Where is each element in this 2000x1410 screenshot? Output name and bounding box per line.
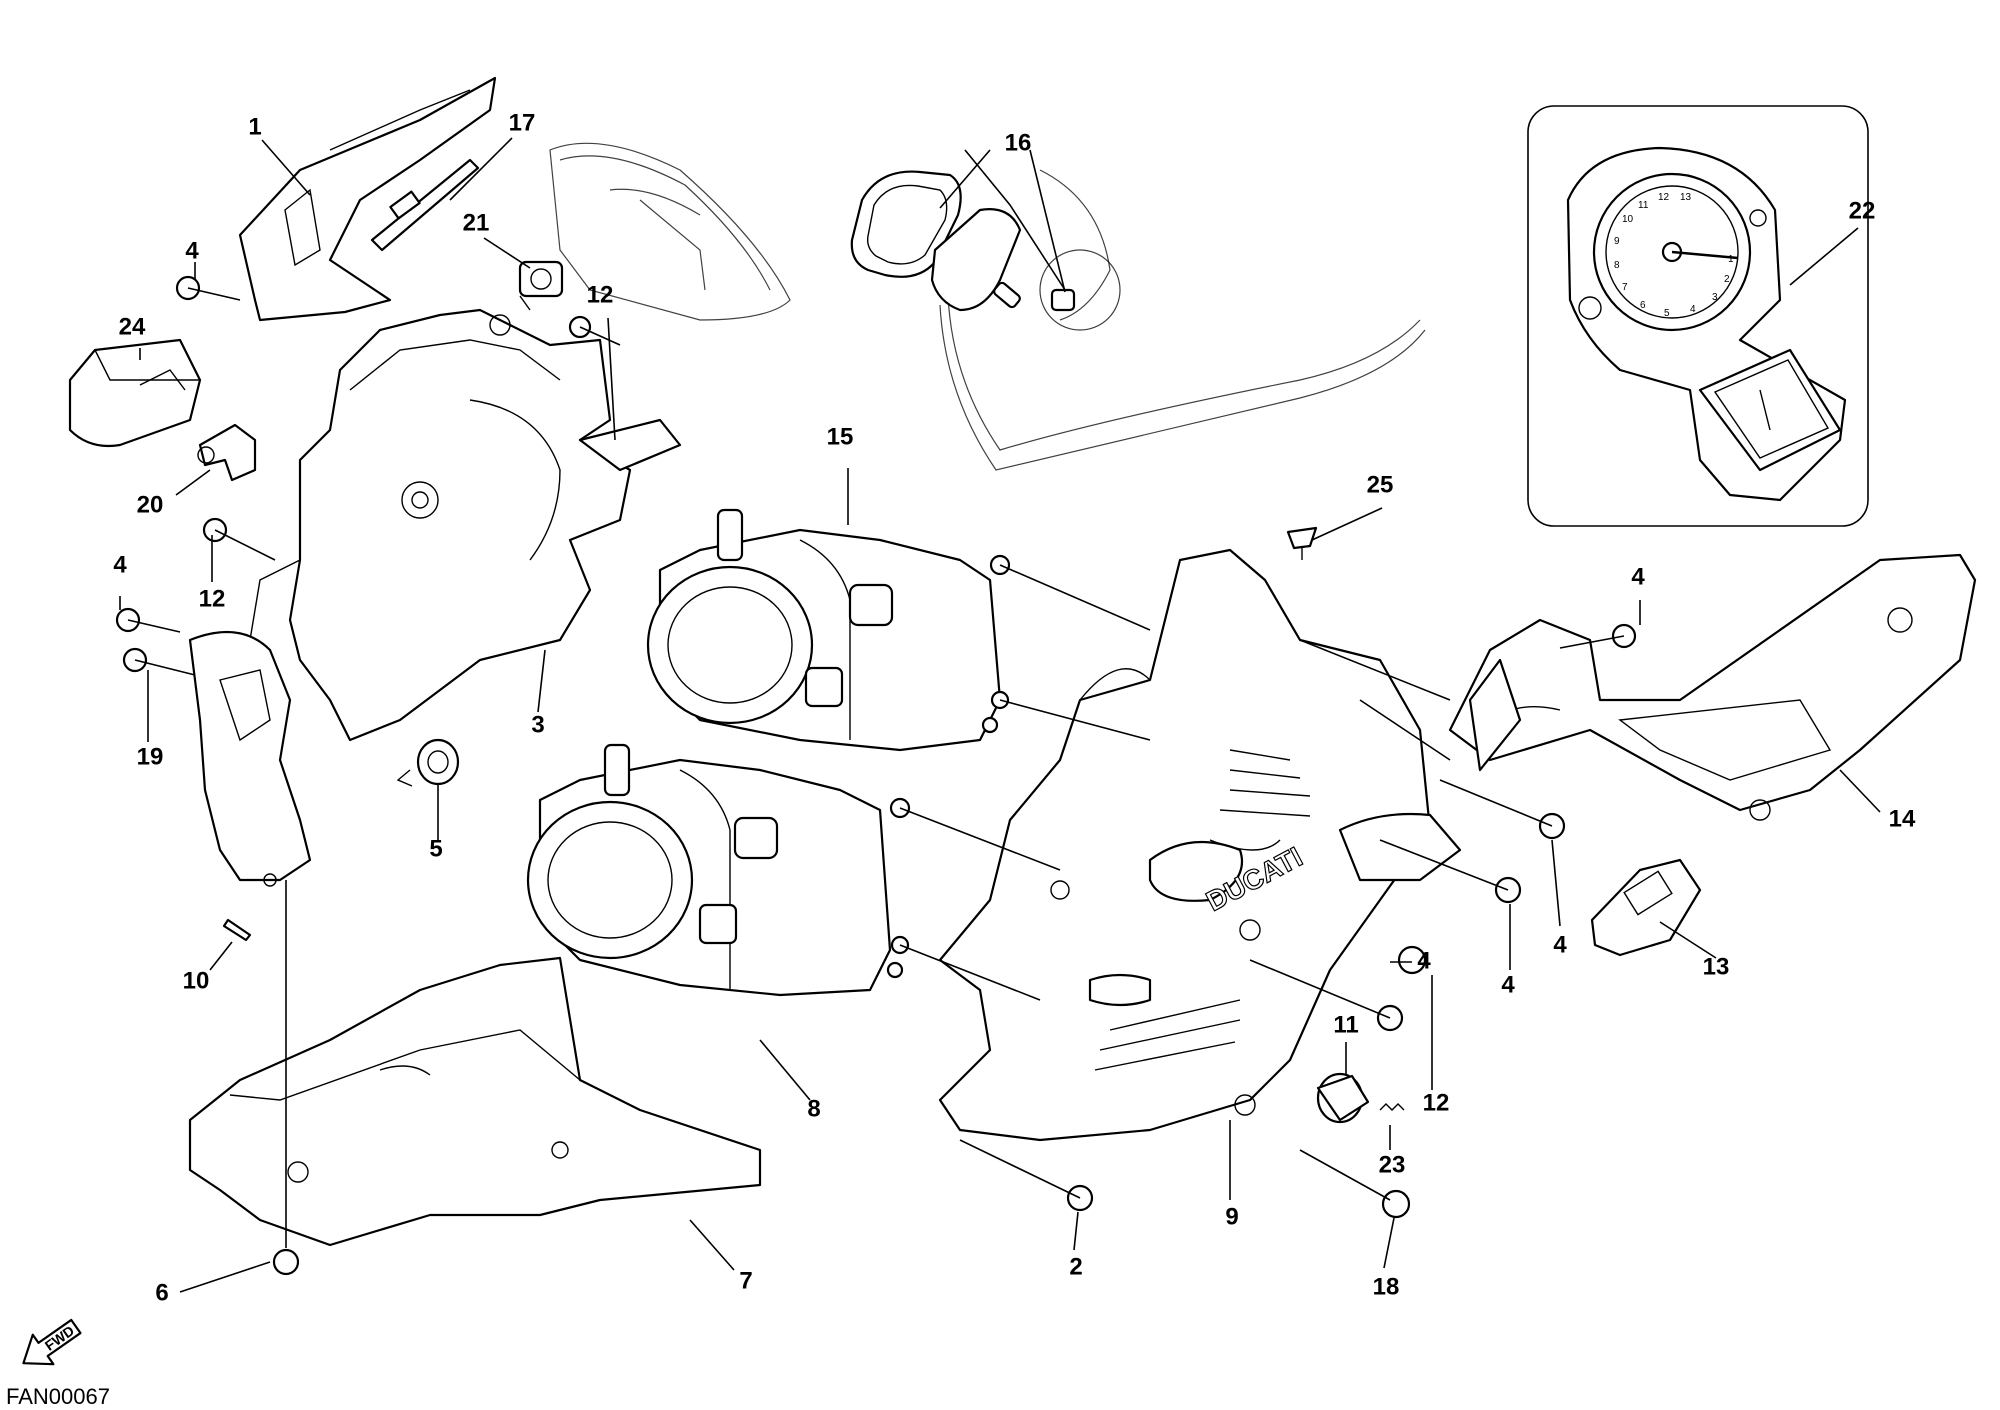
callout-9: 9 [1225, 1203, 1238, 1230]
callout-8: 8 [807, 1095, 820, 1122]
part-14-right-bracket [1448, 553, 1977, 821]
callout-19: 19 [137, 743, 164, 770]
svg-text:11: 11 [1638, 200, 1649, 211]
fwd-arrow-icon: FWD [22, 1318, 82, 1366]
callout-4-b: 4 [1631, 563, 1645, 590]
svg-text:10: 10 [1622, 214, 1634, 225]
callout-1: 1 [248, 113, 261, 140]
part-10-pin [222, 918, 252, 942]
part-20-clamp [197, 423, 257, 482]
windscreen-outline [939, 169, 1426, 471]
callout-16: 16 [1005, 129, 1032, 156]
part-13-cover [1590, 858, 1702, 957]
svg-text:4: 4 [1690, 304, 1696, 315]
callout-18: 18 [1373, 1273, 1400, 1300]
part-16-light-set [850, 170, 1121, 331]
part-7-lower-fairing [188, 956, 762, 1247]
part-3-left-housing [249, 308, 682, 742]
svg-text:13: 13 [1680, 192, 1692, 203]
dial-numbers: 12 11 13 10 9 8 7 6 5 4 3 2 1 [1614, 192, 1734, 319]
svg-text:8: 8 [1614, 260, 1620, 271]
svg-text:12: 12 [1658, 192, 1670, 203]
part-15-upper-headlamp [646, 508, 1011, 752]
instrument-inset: 12 11 13 10 9 8 7 6 5 4 3 2 1 [1527, 105, 1869, 527]
part-19-lower-left-bracket [188, 630, 312, 887]
part-18-bolt [1299, 1149, 1411, 1219]
svg-text:2: 2 [1724, 274, 1730, 285]
part-5-grommet [396, 738, 460, 787]
headlight-ghost-top [549, 142, 791, 321]
part-23-spring [1379, 1103, 1405, 1111]
callout-4-f: 4 [1501, 971, 1515, 998]
instrument-cluster: 12 11 13 10 9 8 7 6 5 4 3 2 1 [1566, 146, 1847, 502]
callout-10: 10 [183, 967, 210, 994]
callout-20: 20 [137, 491, 164, 518]
drawing-code: FAN00067 [6, 1384, 110, 1409]
alignment-lines [899, 564, 1451, 1001]
part-25-screw [1286, 526, 1318, 560]
callout-14: 14 [1889, 805, 1916, 832]
svg-text:3: 3 [1712, 292, 1718, 303]
bolt-markers [115, 275, 1637, 1276]
callout-22: 22 [1849, 197, 1876, 224]
svg-text:5: 5 [1664, 308, 1670, 319]
callout-24: 24 [119, 313, 146, 340]
callout-4-a: 4 [185, 237, 199, 264]
callout-12-b: 12 [199, 585, 226, 612]
callout-2: 2 [1069, 1253, 1082, 1280]
part-24-cap [68, 338, 202, 448]
callout-23: 23 [1379, 1151, 1406, 1178]
callout-15: 15 [827, 423, 854, 450]
part-17-strip [370, 158, 480, 252]
callout-6: 6 [155, 1279, 168, 1306]
callout-3: 3 [531, 711, 544, 738]
svg-text:1: 1 [1728, 254, 1734, 265]
part-9-center-fairing: DUCATI [938, 548, 1462, 1142]
leader-lines [119, 137, 1881, 1293]
callout-11: 11 [1333, 1011, 1358, 1038]
callout-4-e: 4 [1417, 947, 1431, 974]
callout-25: 25 [1367, 471, 1394, 498]
callout-12-c: 12 [1423, 1089, 1450, 1116]
callout-4-d: 4 [1553, 931, 1567, 958]
part-8-lower-headlamp [526, 743, 911, 997]
callout-21: 21 [463, 209, 490, 236]
part-21-connector [518, 260, 564, 311]
callout-12-a: 12 [587, 281, 614, 308]
callout-labels: 1 17 21 16 22 4 24 12 20 15 25 4 12 4 19… [113, 109, 1916, 1306]
svg-text:7: 7 [1622, 282, 1628, 293]
callout-7: 7 [739, 1267, 752, 1294]
callout-5: 5 [429, 835, 442, 862]
callout-4-c: 4 [113, 551, 127, 578]
svg-text:9: 9 [1614, 236, 1620, 247]
callout-13: 13 [1703, 953, 1730, 980]
part-1-upper-bracket [238, 76, 497, 322]
callout-17: 17 [509, 109, 536, 136]
svg-text:6: 6 [1640, 300, 1646, 311]
part-11-nut [1316, 1072, 1370, 1124]
